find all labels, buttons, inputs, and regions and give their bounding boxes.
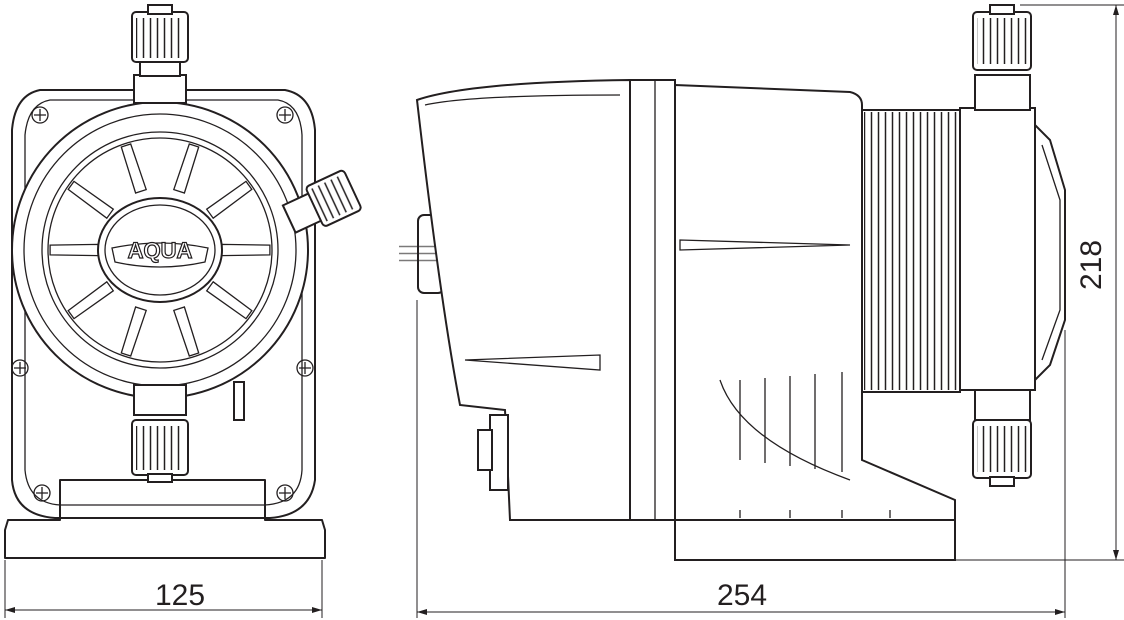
side-connector	[281, 169, 362, 234]
front-body	[11, 89, 316, 519]
side-view: 254 218	[399, 4, 1124, 618]
bottom-connector	[131, 381, 245, 483]
pump-head-side	[959, 107, 1036, 391]
screw-icons	[11, 106, 314, 502]
head-rib	[67, 180, 115, 220]
front-view: AQUA 125	[4, 4, 362, 618]
side-base	[674, 519, 956, 561]
dimension-height: 218	[1075, 240, 1108, 290]
head-rib	[172, 143, 200, 194]
head-ribs	[49, 143, 271, 357]
mid-frame	[629, 79, 676, 521]
head-rib	[205, 280, 253, 320]
top-connector	[131, 4, 189, 104]
head-rib	[120, 143, 148, 194]
front-base	[4, 479, 326, 559]
head-rib	[205, 180, 253, 220]
dimension-length: 254	[717, 579, 767, 612]
head-rib	[172, 306, 200, 357]
outlet-connector	[972, 4, 1032, 111]
head-rib	[67, 280, 115, 320]
motor-body	[674, 83, 956, 521]
aqua-logo: AQUA	[128, 238, 193, 263]
pump-housing	[415, 78, 631, 521]
inlet-connector	[972, 389, 1032, 487]
cooling-fins	[739, 372, 891, 518]
dimension-width: 125	[155, 579, 205, 612]
head-rib	[120, 306, 148, 357]
